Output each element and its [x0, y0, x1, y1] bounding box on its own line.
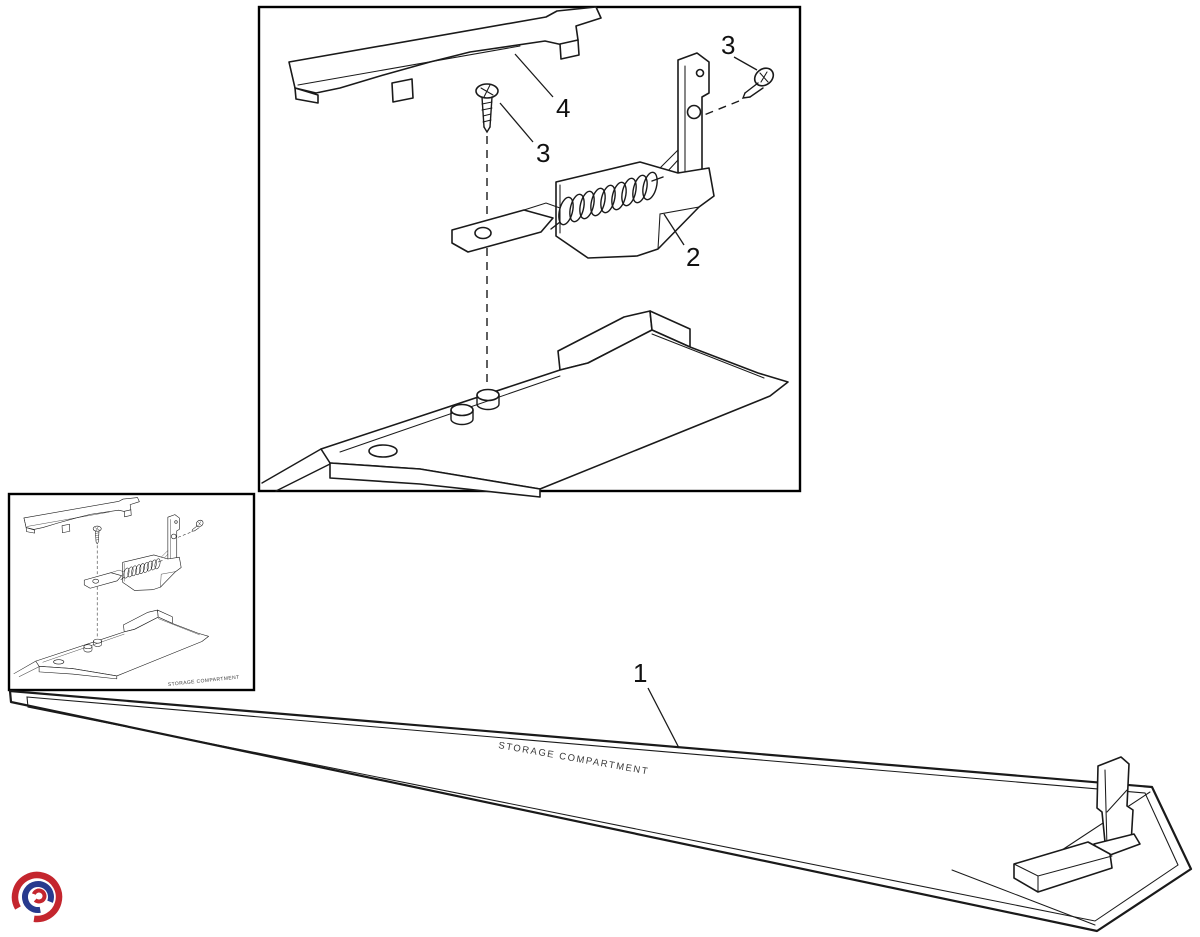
rail-front-face — [329, 462, 541, 498]
detail-inset-small: STORAGE COMPARTMENT — [7, 492, 256, 692]
hinge-hole-small — [695, 68, 705, 78]
callout-3-upper: 3 — [721, 30, 735, 60]
rail-boss — [450, 403, 474, 417]
logo-inner-ring — [31, 888, 47, 904]
hinge-arm-hole — [474, 226, 492, 240]
rail-edge-line — [261, 448, 322, 484]
callout-2: 2 — [686, 242, 700, 272]
rail-boss-side — [450, 409, 474, 426]
hinge-assembly — [451, 52, 715, 259]
latch-detail-lines — [1104, 769, 1128, 849]
main-panel: STORAGE COMPARTMENT 1 — [8, 658, 1193, 933]
logo-outer-ring — [11, 871, 63, 923]
detail-inset-large: 4 3 3 2 — [257, 5, 802, 498]
hinge-spring — [550, 171, 664, 230]
screw-threads — [481, 101, 493, 123]
screw-tip — [741, 92, 751, 99]
lid-outline — [288, 6, 602, 94]
spring-hooks — [550, 176, 664, 230]
panel-inner-outline — [26, 696, 1179, 922]
leader-line-3b — [733, 56, 758, 71]
exploded-assembly — [261, 6, 789, 498]
lid-part — [288, 6, 602, 104]
leader-line-4 — [514, 53, 554, 98]
screw-shaft — [744, 82, 764, 98]
logo-middle-ring — [22, 881, 54, 913]
hinge-hole — [686, 104, 702, 120]
alignment-dashed-line — [703, 100, 740, 116]
lid-edge — [288, 61, 296, 89]
screw-tip — [483, 126, 491, 134]
callout-1: 1 — [633, 658, 647, 688]
rail-inner-line — [651, 333, 765, 379]
mounting-rail — [320, 310, 789, 498]
leader-line-1 — [647, 687, 680, 749]
screw-upper — [741, 67, 775, 99]
rail-boss-side — [476, 394, 500, 411]
panel-wedge-block — [1013, 841, 1113, 893]
leader-line-2 — [663, 213, 685, 246]
screw-slot — [480, 84, 494, 98]
wedge-detail-lines — [1013, 855, 1113, 893]
rail-inner-line — [339, 375, 561, 453]
lid-clip-tab — [559, 39, 580, 60]
brand-swirl-logo-icon — [11, 871, 63, 923]
lid-lip — [294, 87, 319, 104]
callout-4: 4 — [556, 93, 570, 123]
lid-inner-line — [297, 45, 521, 86]
rail-boss — [476, 388, 500, 402]
inset-callouts: 4 3 3 2 — [499, 30, 758, 272]
lid-clip-tab — [391, 78, 414, 103]
panel-outline — [8, 689, 1193, 933]
screw-center — [475, 83, 499, 134]
leader-line-3 — [499, 102, 534, 143]
callout-3-center: 3 — [536, 138, 550, 168]
screw-slot — [759, 71, 769, 83]
rail-edge-line — [275, 463, 331, 492]
hinge-arm-strap — [523, 202, 561, 211]
rail-pad — [368, 444, 398, 458]
